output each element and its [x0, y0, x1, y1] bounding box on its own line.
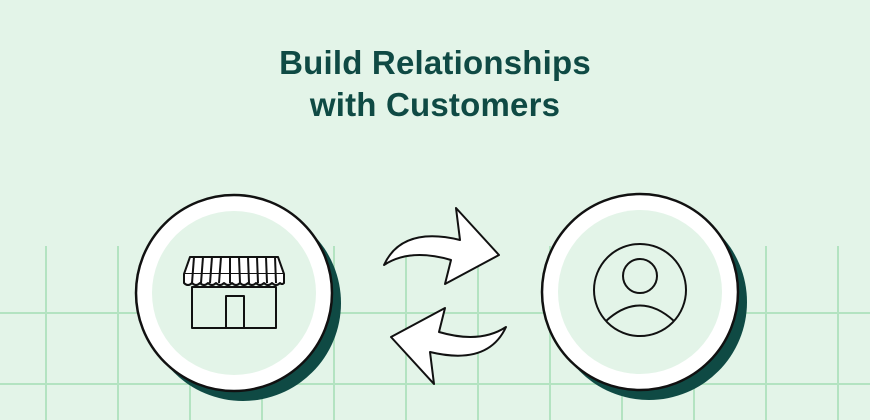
title-line-2: with Customers [309, 86, 561, 123]
user-avatar-icon [593, 243, 687, 337]
storefront-icon [183, 256, 285, 329]
title-line-1: Build Relationships [279, 44, 591, 81]
page-title: Build Relationships with Customers [0, 42, 870, 126]
curved-arrow-left-icon [390, 307, 507, 385]
customer-circle [540, 192, 747, 400]
store-circle [134, 193, 341, 401]
curved-arrow-right-icon [383, 207, 500, 285]
